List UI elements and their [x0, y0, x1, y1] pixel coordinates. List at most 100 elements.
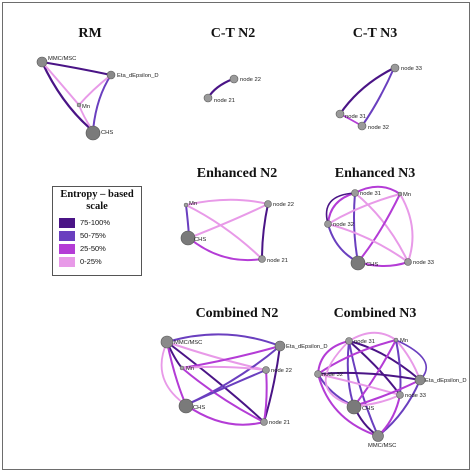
node-co3-31: node 31: [345, 337, 375, 345]
legend-item-0-25: 0-25%: [59, 256, 102, 267]
edge: [327, 192, 356, 225]
edge: [188, 203, 269, 239]
node-en3-33: node 33: [404, 258, 434, 266]
edge: [399, 193, 414, 263]
node-ct2-22: node 22: [229, 74, 261, 84]
node-label: MMC/MSC: [48, 56, 76, 62]
node-en3-31: node 31: [351, 189, 381, 197]
legend-swatch: [59, 243, 75, 254]
network-ct-n2: [206, 77, 235, 100]
node-rm-mmc-msc: MMC/MSC: [36, 56, 76, 68]
node-co3-chs: CHS: [346, 399, 374, 415]
node-ct2-21: node 21: [203, 93, 235, 104]
title-enhanced-n2: Enhanced N2: [196, 166, 278, 181]
node-en3-32: node 32: [324, 220, 354, 228]
title-ct-n2: C-T N2: [210, 26, 256, 41]
entropy-legend: Entropy – based scale 75-100% 50-75% 25-…: [52, 186, 142, 276]
node-label: node 21: [269, 420, 290, 426]
edge: [181, 345, 281, 369]
node-label: node 31: [354, 339, 375, 345]
edge: [377, 379, 421, 437]
node-ct3-33: node 33: [390, 63, 422, 73]
node-label: MMC/MSC: [368, 443, 396, 449]
edge: [185, 369, 267, 406]
legend-title: Entropy – based scale: [60, 189, 134, 212]
title-enhanced-n3: Enhanced N3: [334, 166, 416, 181]
edge: [41, 61, 112, 76]
legend-swatch: [59, 256, 75, 267]
title-combined-n3: Combined N3: [333, 306, 417, 321]
title-ct-n3: C-T N3: [352, 26, 398, 41]
edge: [185, 198, 269, 206]
edge: [325, 192, 356, 225]
legend-item-50-75: 50-75%: [59, 230, 106, 241]
node-label: MMC/MSC: [174, 340, 202, 346]
edge: [166, 333, 281, 347]
node-en3-chs: CHS: [350, 255, 378, 271]
edge: [361, 67, 395, 127]
edge: [354, 185, 401, 195]
legend-label: 50-75%: [80, 231, 106, 240]
title-rm: RM: [78, 26, 102, 41]
node-rm-eta: Eta_dEpsilon_D: [106, 70, 159, 80]
node-label: node 32: [368, 125, 389, 131]
edge: [206, 77, 235, 100]
edge: [78, 74, 112, 106]
network-enhanced-n2: [185, 198, 269, 262]
node-label: Mn: [186, 366, 194, 372]
node-co2-mmc-msc: MMC/MSC: [160, 335, 202, 349]
edge: [185, 204, 263, 260]
edge: [166, 341, 267, 371]
node-label: Mn: [82, 104, 90, 110]
node-label: node 21: [214, 98, 235, 104]
edge: [317, 339, 397, 375]
edge: [185, 404, 265, 426]
edge: [40, 60, 95, 133]
node-en2-22: node 22: [264, 200, 294, 208]
edge: [327, 223, 409, 263]
edge: [357, 193, 401, 263]
legend-swatch: [59, 230, 75, 241]
node-label: Eta_dEpsilon_D: [425, 378, 467, 384]
title-combined-n2: Combined N2: [195, 306, 279, 321]
legend-item-25-50: 25-50%: [59, 243, 106, 254]
edge: [353, 192, 359, 263]
node-co2-chs: CHS: [178, 398, 205, 414]
node-label: Mn: [189, 201, 197, 207]
node-label: CHS: [193, 405, 205, 411]
edge: [160, 341, 187, 406]
node-co2-21: node 21: [260, 418, 290, 426]
legend-label: 75-100%: [80, 218, 111, 227]
edge: [348, 340, 379, 437]
node-co2-mn: Mn: [179, 365, 194, 372]
edge: [263, 369, 268, 423]
node-label: Mn: [400, 338, 408, 344]
node-ct3-32: node 32: [357, 121, 389, 131]
edge: [166, 341, 187, 406]
node-co2-eta: Eta_dEpsilon_D: [274, 340, 328, 352]
edge: [92, 74, 112, 132]
node-label: node 32: [322, 372, 343, 378]
node-rm-mn: Mn: [76, 102, 90, 110]
edge: [181, 365, 267, 371]
node-label: node 33: [413, 260, 434, 266]
node-label: node 31: [345, 114, 366, 120]
node-co3-33: node 33: [396, 391, 426, 399]
node-co2-22: node 22: [262, 366, 292, 374]
node-label: node 22: [271, 368, 292, 374]
node-co3-mn: Mn: [393, 337, 408, 344]
node-ct3-31: node 31: [335, 109, 366, 120]
edge: [327, 193, 401, 225]
node-co3-mmc-msc: MMC/MSC: [368, 430, 396, 449]
network-combined-n3: [317, 331, 428, 437]
legend-label: 0-25%: [80, 257, 102, 266]
edge: [261, 203, 269, 260]
node-en3-mn: Mn: [397, 191, 411, 198]
node-rm-chs: CHS: [85, 125, 113, 141]
node-label: node 22: [273, 202, 294, 208]
figure-frame: [2, 2, 470, 470]
node-label: node 33: [405, 393, 426, 399]
node-label: CHS: [194, 237, 206, 243]
legend-swatch: [59, 217, 75, 228]
node-en2-21: node 21: [258, 255, 288, 264]
